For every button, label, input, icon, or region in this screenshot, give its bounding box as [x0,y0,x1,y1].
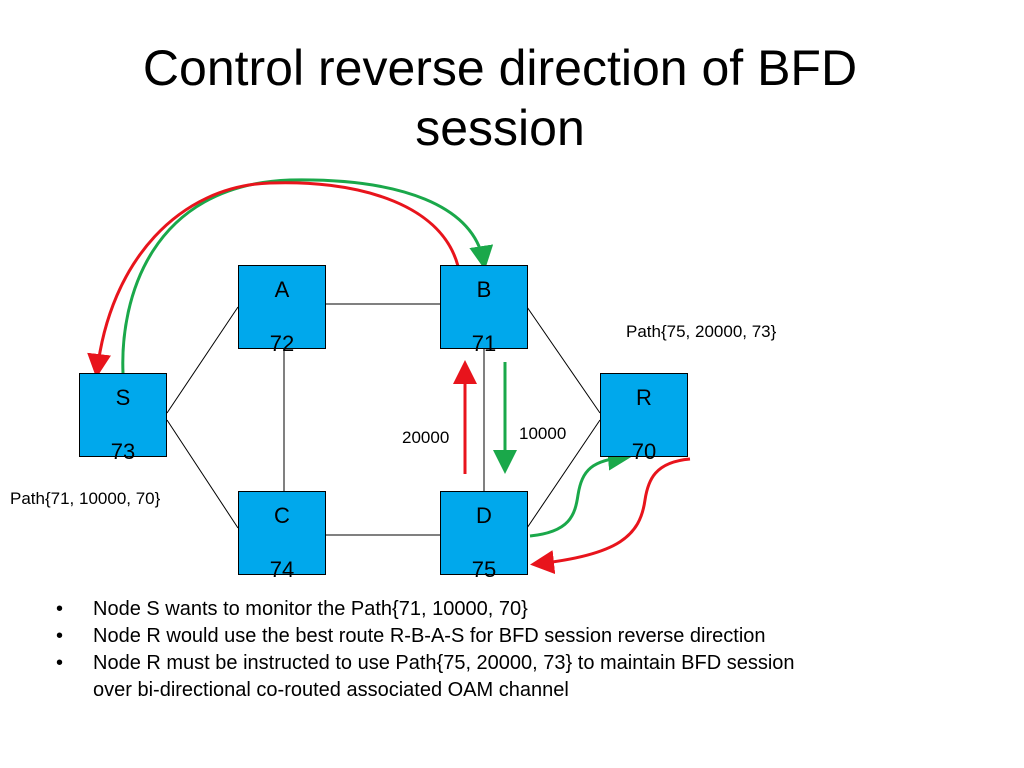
bullet-item: • Node S wants to monitor the Path{71, 1… [56,596,956,623]
bullet-text: Node S wants to monitor the Path{71, 100… [93,598,528,620]
bullet-item: • Node R would use the best route R-B-A-… [56,623,956,650]
red-arc-b-to-s [87,181,460,378]
link-s-a [166,306,239,414]
node-s-number: 73 [110,439,136,464]
bullet-dot: • [56,625,64,647]
node-d: D 75 [440,491,528,582]
node-a-name: A [274,277,290,302]
bullet-dot: • [56,652,64,674]
node-a: A 72 [238,265,326,356]
path-label-s: Path{71, 10000, 70} [10,489,161,508]
bullet-list: • Node S wants to monitor the Path{71, 1… [56,596,956,704]
slide-title: Control reverse direction of BFD session [0,38,1000,158]
node-r: R 70 [600,373,688,464]
node-b-number: 71 [471,331,497,356]
metric-label-20000: 20000 [402,428,450,447]
link-b-r [526,306,601,414]
bullet-text: Node R would use the best route R-B-A-S … [93,625,766,647]
bullet-text: over bi-directional co-routed associated… [93,679,569,701]
red-curve-r-to-d [530,457,691,575]
bullet-dot: • [56,598,64,620]
node-a-number: 72 [269,331,295,356]
link-s-c [166,419,239,529]
green-arc-s-to-b [121,178,494,374]
node-c-number: 74 [269,557,295,582]
node-s: S 73 [79,373,167,464]
link-d-r [526,419,601,529]
node-s-name: S [115,385,131,410]
title-line-1: Control reverse direction of BFD [142,40,858,96]
node-c-name: C [274,503,290,528]
node-r-number: 70 [631,439,657,464]
bullet-item: • Node R must be instructed to use Path{… [56,650,956,677]
node-d-name: D [476,503,492,528]
node-b-name: B [476,277,492,302]
metric-label-10000: 10000 [519,424,567,443]
title-line-2: session [415,100,585,156]
node-d-number: 75 [471,557,497,582]
green-curve-d-to-r [529,446,632,538]
path-label-r: Path{75, 20000, 73} [626,322,777,341]
node-b: B 71 [440,265,528,356]
node-r-name: R [636,385,652,410]
bullet-continuation: over bi-directional co-routed associated… [56,677,956,704]
node-c: C 74 [238,491,326,582]
bullet-text: Node R must be instructed to use Path{75… [93,652,795,674]
